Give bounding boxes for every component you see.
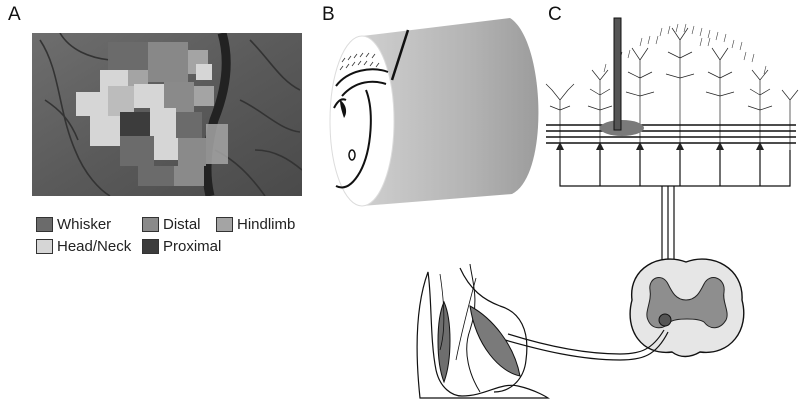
- legend-item-proximal: Proximal: [142, 238, 221, 255]
- apical-tufts: [604, 24, 766, 74]
- cortical-layers: [546, 125, 796, 143]
- legend-swatch-hindlimb: [216, 217, 233, 232]
- legend-swatch-distal: [142, 217, 159, 232]
- electrode-c: [614, 18, 621, 130]
- legend-item-distal: Distal: [142, 216, 201, 233]
- legend-label-head-neck: Head/Neck: [57, 238, 131, 255]
- cortex-motor-map: [32, 33, 302, 196]
- stimulated-region: [600, 120, 644, 136]
- legend-item-head-neck: Head/Neck: [36, 238, 131, 255]
- legend-item-hindlimb: Hindlimb: [216, 216, 295, 233]
- legend-swatch-proximal: [142, 239, 159, 254]
- legend: Whisker Distal Hindlimb Head/Neck Proxim…: [36, 216, 326, 260]
- legend-label-proximal: Proximal: [163, 238, 221, 255]
- legend-item-whisker: Whisker: [36, 216, 111, 233]
- brain-slice-cylinder: [330, 18, 538, 206]
- legend-label-distal: Distal: [163, 216, 201, 233]
- motor-pool: [659, 314, 671, 326]
- slice-face: [330, 36, 394, 206]
- hindlimb: [417, 264, 548, 398]
- muscle-right: [470, 306, 520, 376]
- legend-swatch-head-neck: [36, 239, 53, 254]
- spinal-cord: [630, 259, 744, 356]
- legend-label-whisker: Whisker: [57, 216, 111, 233]
- legend-swatch-whisker: [36, 217, 53, 232]
- legend-label-hindlimb: Hindlimb: [237, 216, 295, 233]
